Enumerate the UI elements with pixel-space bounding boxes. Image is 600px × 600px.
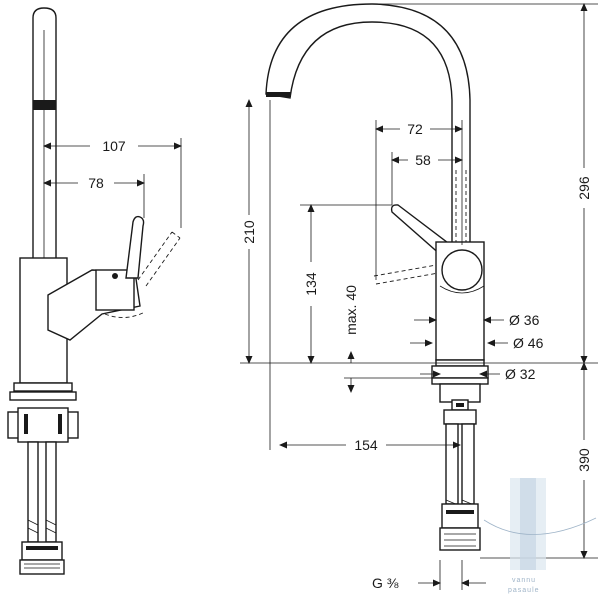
- dim-154: 154: [354, 437, 378, 453]
- watermark-text-1: vannu: [512, 577, 536, 584]
- dim-58: 58: [415, 152, 431, 168]
- dim-diameter-32: Ø 32: [505, 366, 536, 382]
- watermark-text-2: pasaule: [508, 587, 540, 594]
- front-handle-knob: [441, 249, 483, 291]
- side-view-dimensions: [43, 136, 182, 228]
- dim-210: 210: [241, 220, 257, 244]
- watermark-logo: vannu pasaule: [483, 478, 597, 594]
- dim-diameter-36: Ø 36: [509, 312, 540, 328]
- dim-max-40: max. 40: [343, 285, 359, 335]
- dim-296: 296: [576, 176, 592, 200]
- side-base-ring: [13, 382, 73, 392]
- front-gooseneck-spout: [265, 3, 471, 246]
- dim-diameter-46: Ø 46: [513, 335, 544, 351]
- front-supply-hoses: [439, 423, 481, 551]
- side-aerator: [33, 100, 56, 110]
- dimension-labels: 107 78 72 58 210 134 max. 40 296 390 154…: [88, 121, 592, 591]
- front-view-faucet: [265, 3, 489, 551]
- front-base-ring: [431, 365, 489, 379]
- front-aerator: [266, 92, 291, 97]
- dim-134: 134: [303, 272, 319, 296]
- side-view-faucet: [7, 7, 181, 575]
- dim-72: 72: [407, 121, 423, 137]
- side-lever: [125, 215, 145, 279]
- side-spout: [32, 7, 57, 263]
- dim-thread-g: G ⅜: [372, 575, 399, 591]
- dim-390: 390: [576, 448, 592, 472]
- dim-78: 78: [88, 175, 104, 191]
- front-view-dimensions: [240, 3, 598, 590]
- dim-107: 107: [102, 138, 126, 154]
- side-supply-hoses: [19, 441, 65, 575]
- front-mount-nut: [439, 383, 481, 403]
